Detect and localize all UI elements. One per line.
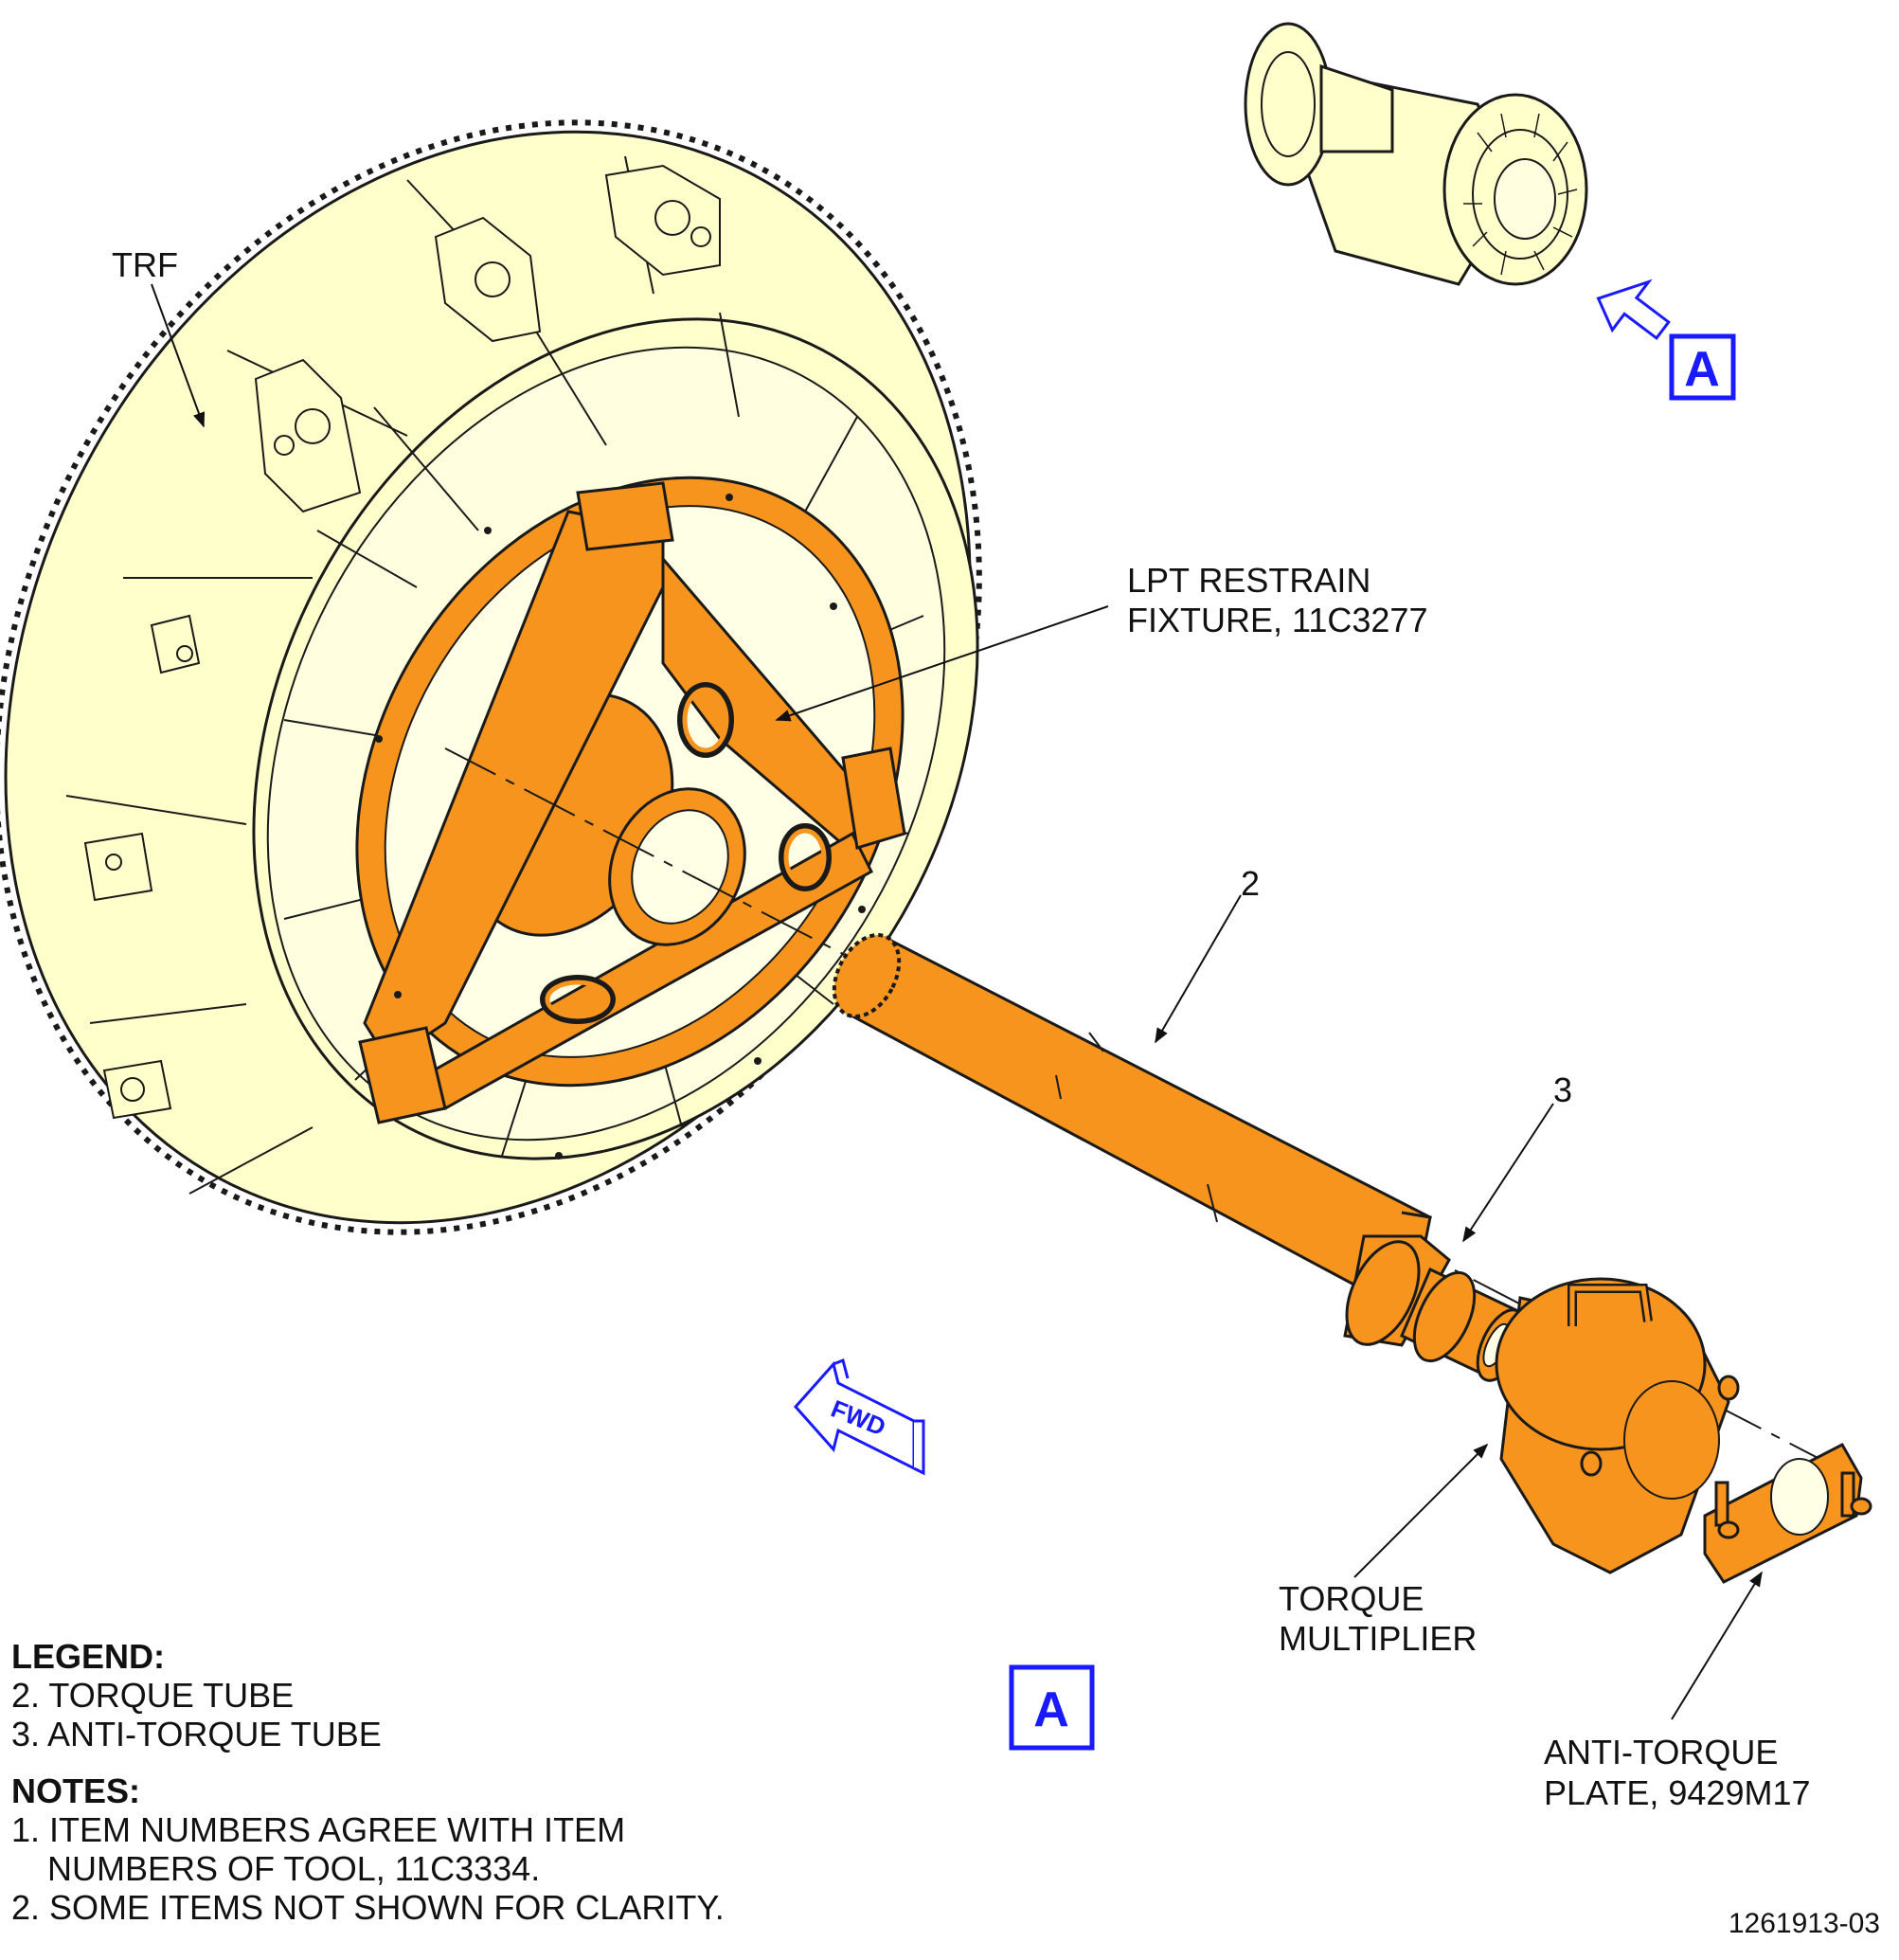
lpt-fixture-label-1: LPT RESTRAIN <box>1127 561 1371 600</box>
note-item: 1. ITEM NUMBERS AGREE WITH ITEM <box>11 1810 626 1849</box>
view-flag-bottom-label: A <box>1033 1682 1069 1737</box>
view-flag-top: A <box>1669 333 1736 401</box>
leader-lines <box>151 283 1763 1720</box>
view-flag-top-label: A <box>1684 342 1720 397</box>
anti-torque-plate-label-2: PLATE, 9429M17 <box>1544 1773 1811 1812</box>
notes: NOTES: 1. ITEM NUMBERS AGREE WITH ITEM N… <box>11 1771 725 1927</box>
torque-multiplier-label-1: TORQUE <box>1279 1579 1424 1618</box>
lpt-fixture-label-2: FIXTURE, 11C3277 <box>1127 601 1427 639</box>
trf-label: TRF <box>112 245 178 284</box>
note-item-continuation: NUMBERS OF TOOL, 11C3334. <box>47 1849 541 1888</box>
legend-item: 3. ANTI-TORQUE TUBE <box>11 1715 382 1753</box>
torque-multiplier-label-2: MULTIPLIER <box>1279 1619 1477 1658</box>
legend-item: 2. TORQUE TUBE <box>11 1676 295 1715</box>
view-a-inset <box>1244 22 1588 286</box>
torque-tube <box>832 933 1433 1305</box>
lpt-restrain-fixture <box>355 476 906 1160</box>
legend-title: LEGEND: <box>11 1637 165 1676</box>
note-item: 2. SOME ITEMS NOT SHOWN FOR CLARITY. <box>11 1888 725 1927</box>
legend: LEGEND: 2. TORQUE TUBE 3. ANTI-TORQUE TU… <box>11 1637 382 1753</box>
view-flag-bottom: A <box>1009 1664 1095 1751</box>
torque-multiplier <box>1495 1277 1740 1574</box>
notes-title: NOTES: <box>11 1771 141 1810</box>
view-a-arrow <box>1596 279 1671 341</box>
item-2-label: 2 <box>1241 864 1260 903</box>
anti-torque-plate <box>1703 1443 1872 1584</box>
item-3-label: 3 <box>1553 1070 1572 1109</box>
figure-number: 1261913-03 <box>1729 1908 1880 1939</box>
anti-torque-plate-label-1: ANTI-TORQUE <box>1544 1733 1778 1771</box>
fwd-arrow: FWD <box>793 1358 925 1476</box>
